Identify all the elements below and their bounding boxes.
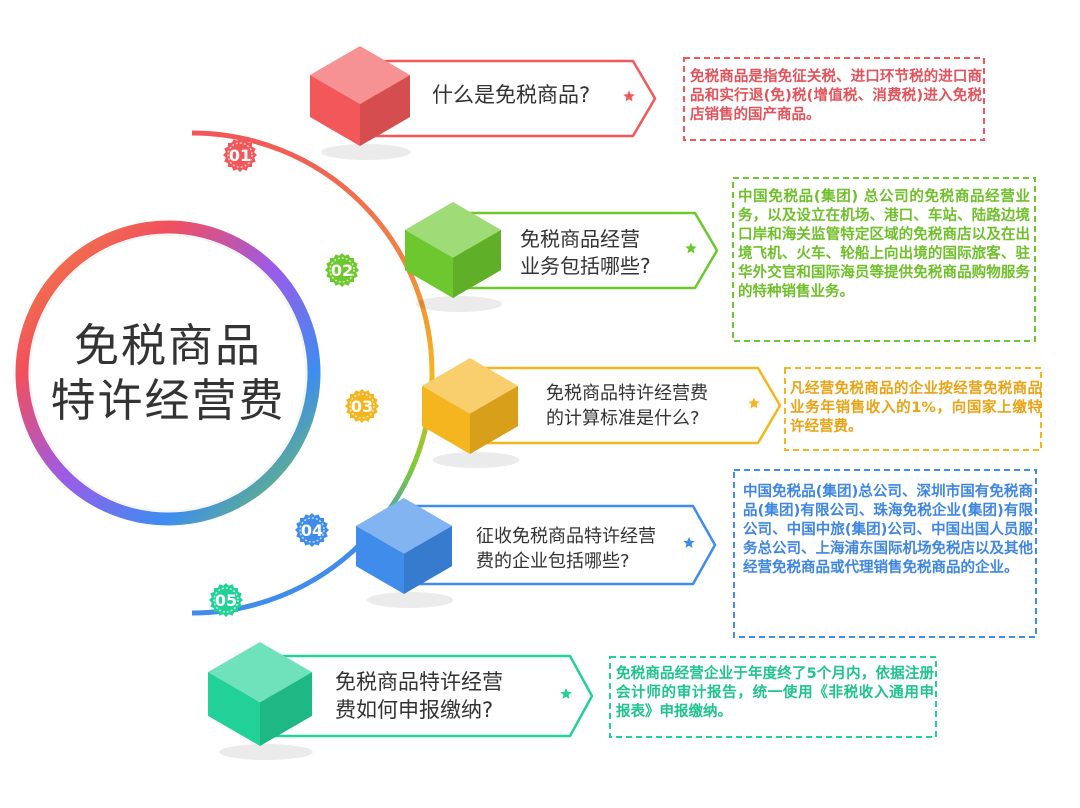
cube-5-right [260,672,312,746]
cube-2-right [453,229,501,298]
badge-3-inner-ring [349,393,375,419]
cube-1-shadow [321,144,411,160]
answer-1: 免税商品是指免征关税、进口环节税的进口商品和实行退(免)税(增值税、消费税)进入… [690,69,982,123]
question-2-line: 业务包括哪些? [520,254,651,278]
answer-3-box [784,367,1042,451]
star-5-icon [560,688,572,699]
item-5: 05 [208,583,937,760]
question-3-line: 的计算标准是什么? [546,408,700,429]
center-title: 免税商品 特许经营费 [40,318,296,428]
cube-1-left [310,75,360,146]
question-1-line: 什么是免税商品? [432,83,591,107]
badge-2-number: 02 [331,261,353,280]
answer-4: 中国免税品(集团)总公司、深圳市国有免税商品(集团)有限公司、珠海免税企业(集团… [743,484,1033,576]
item-4: 04 [295,469,1037,638]
question-4: 征收免税商品特许经营 费的企业包括哪些? [476,524,656,574]
badge-1-inner-ring [227,142,253,168]
badge-5-inner-ring [213,587,239,613]
answer-1-box [683,57,985,141]
cube-2-left [405,229,453,298]
cube-4-left [356,525,404,594]
question-5-line: 费如何申报缴纳? [335,698,494,722]
cube-3-right [470,385,518,454]
star-4-icon [683,537,695,548]
question-5: 免税商品特许经营 费如何申报缴纳? [335,668,503,724]
question-4-line: 征收免税商品特许经营 [476,526,656,547]
star-2-icon [685,242,697,254]
question-2: 免税商品经营 业务包括哪些? [520,226,651,280]
answer-4-box [733,469,1037,638]
cube-4-right [404,525,452,594]
answer-3: 凡经营免税商品的企业按经营免税商品业务年销售收入的1%，向国家上缴特许经营费。 [790,381,1042,435]
title-ring [15,220,321,526]
timeline-arc [191,130,435,616]
answer-2-box [732,177,1036,342]
cube-5-left [208,672,260,746]
cube-3-shadow [432,452,520,468]
cube-4-shadow [366,592,454,608]
badge-4-inner-ring [299,517,325,543]
cube-5-shadow [219,744,313,760]
question-4-line: 费的企业包括哪些? [476,551,630,572]
badge-2-inner-ring [329,257,355,283]
center-title-line: 特许经营费 [50,374,286,427]
badge-5-number: 05 [215,591,237,610]
question-3: 免税商品特许经营费 的计算标准是什么? [546,381,708,431]
cube-3-top [422,358,518,414]
answer-5-box [609,656,937,738]
question-1: 什么是免税商品? [432,82,590,109]
star-3-icon [748,397,760,409]
center-title-line: 免税商品 [73,319,262,372]
cube-1-right [360,75,410,146]
item-1: 01 [223,46,985,172]
badge-4-number: 04 [301,521,323,540]
item-3: 03 [345,358,1042,468]
star-1-icon [623,90,635,102]
badge-1-number: 01 [229,146,251,165]
cube-2-shadow [415,296,503,312]
answer-2: 中国免税品(集团) 总公司的免税商品经营业务，以及设立在机场、港口、车站、陆路边… [738,189,1030,300]
question-5-line: 免税商品特许经营 [335,670,503,694]
cube-3-left [422,385,470,454]
question-3-line: 免税商品特许经营费 [546,383,708,404]
answer-5: 免税商品经营企业于年度终了5个月内，依据注册会计师的审计报告，统一使用《非税收入… [616,666,934,720]
question-2-line: 免税商品经营 [520,227,640,251]
item-2: 02 [325,177,1036,342]
badge-3-number: 03 [351,397,373,416]
